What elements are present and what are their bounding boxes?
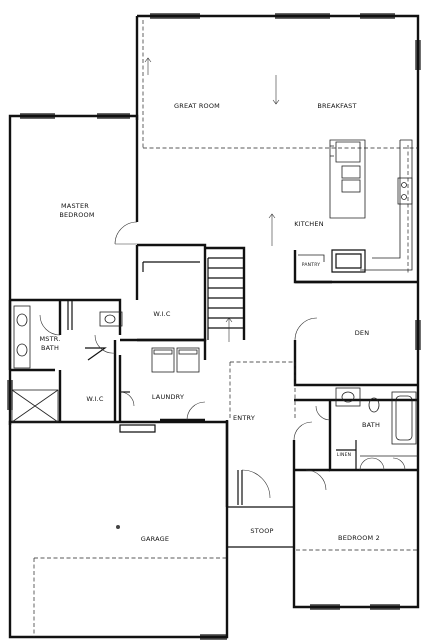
label-entry: ENTRY xyxy=(233,414,255,422)
door-swings xyxy=(39,221,406,499)
label-mstr-bath-2: BATH xyxy=(41,344,59,352)
label-linen: LINEN xyxy=(337,452,351,458)
direction-arrows xyxy=(116,57,280,529)
label-master-bedroom-1: MASTER xyxy=(61,202,89,210)
dashed-lines xyxy=(33,20,418,637)
label-pantry: PANTRY xyxy=(302,262,320,268)
window-marks xyxy=(7,13,421,640)
label-bath: BATH xyxy=(362,421,380,429)
label-wic-upper: W.I.C xyxy=(153,310,171,318)
bath-fixtures xyxy=(11,305,418,457)
label-bedroom-2: BEDROOM 2 xyxy=(338,534,380,542)
label-wic-lower: W.I.C xyxy=(86,395,104,403)
label-mstr-bath-1: MSTR. xyxy=(39,335,60,343)
label-den: DEN xyxy=(355,329,370,337)
label-stoop: STOOP xyxy=(250,527,273,535)
label-master-bedroom-2: BEDROOM xyxy=(59,211,94,219)
label-garage: GARAGE xyxy=(141,535,169,543)
room-labels: GREAT ROOM BREAKFAST KITCHEN PANTRY MAST… xyxy=(39,102,380,543)
label-great-room: GREAT ROOM xyxy=(174,102,220,110)
interior-walls xyxy=(10,120,418,507)
label-kitchen: KITCHEN xyxy=(294,220,324,228)
exterior-walls xyxy=(8,14,420,639)
garage-floor-drain xyxy=(116,525,120,529)
label-breakfast: BREAKFAST xyxy=(317,102,356,110)
label-laundry: LAUNDRY xyxy=(152,393,184,401)
kitchen-fixtures xyxy=(298,139,413,271)
